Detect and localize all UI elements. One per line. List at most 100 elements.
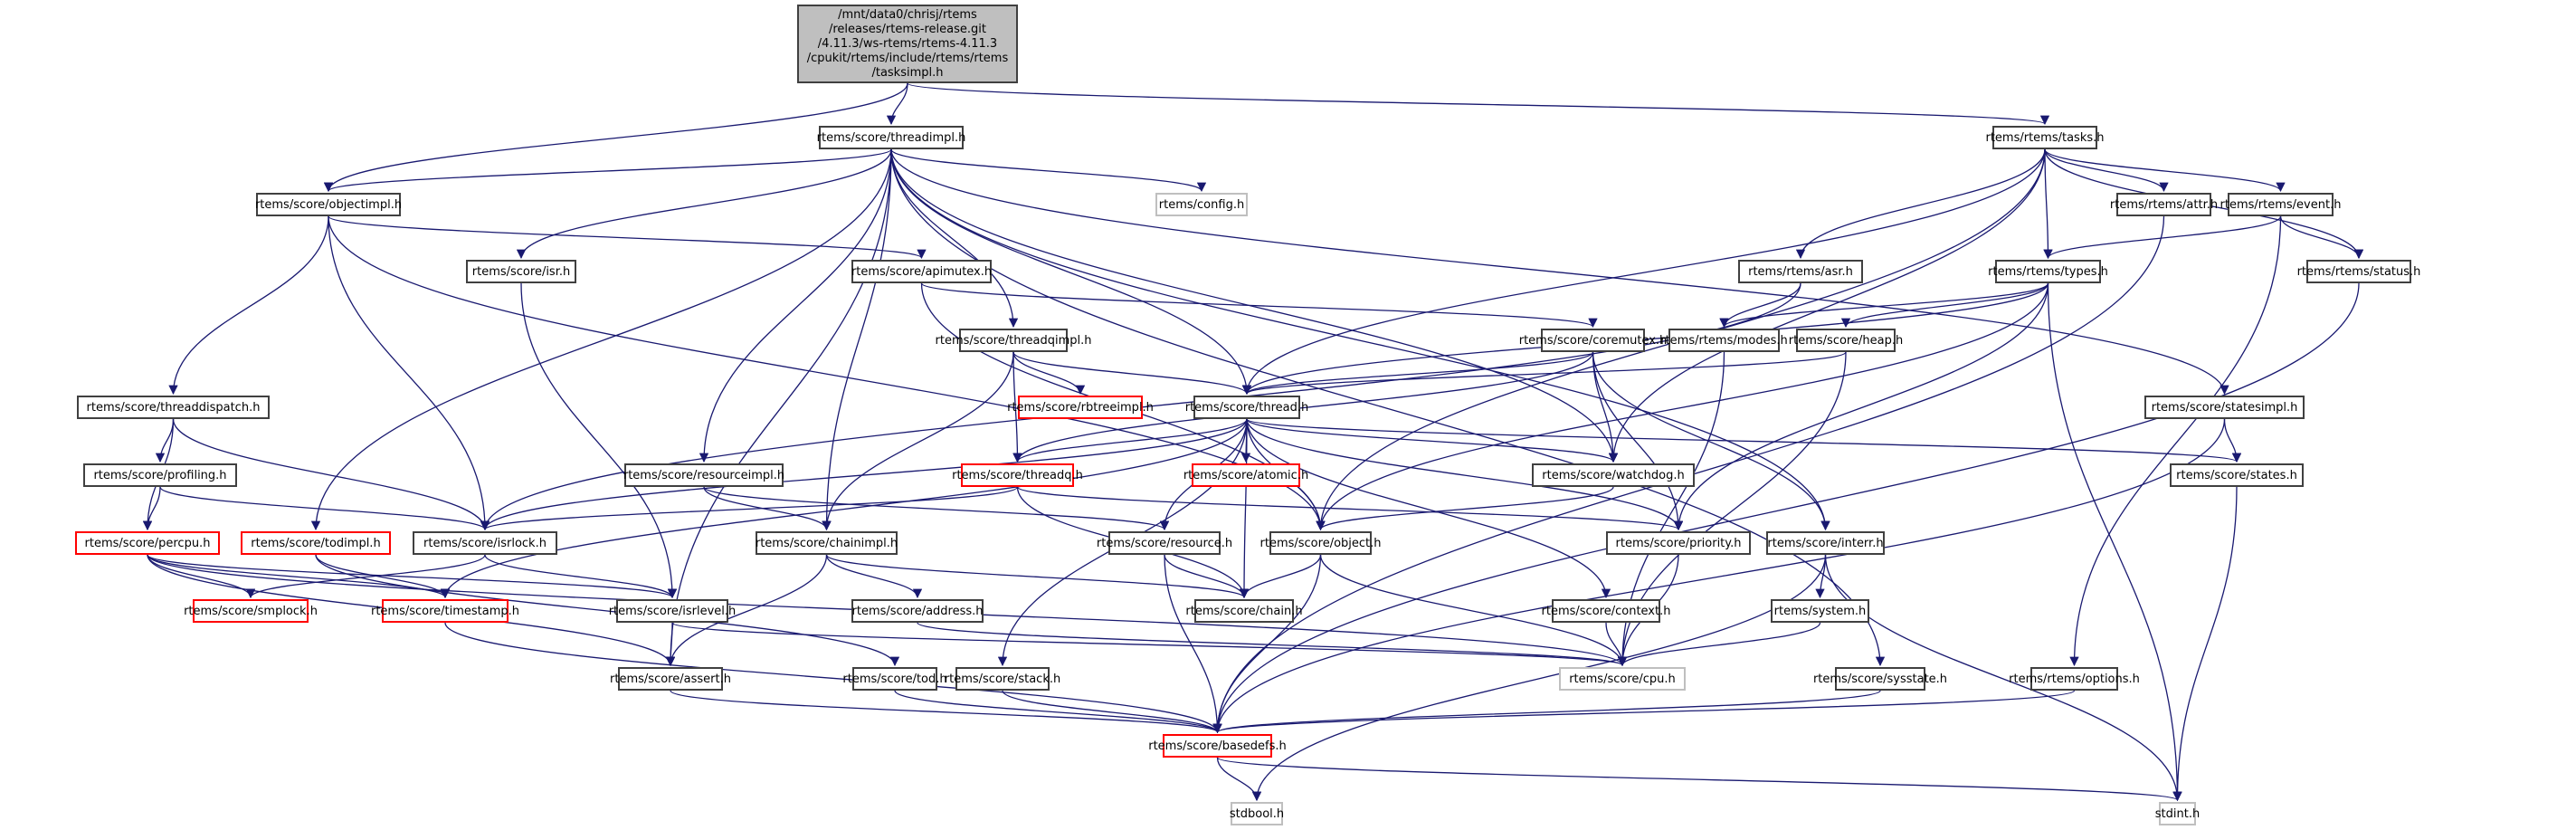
graph-node-profiling[interactable]: rtems/score/profiling.h xyxy=(83,463,237,487)
graph-node-label: rtems/score/thread.h xyxy=(1184,400,1309,415)
edge-timestamp-to-basedefs xyxy=(444,622,1222,734)
graph-node-sysstate[interactable]: rtems/score/sysstate.h xyxy=(1813,667,1947,691)
graph-node-system[interactable]: rtems/system.h xyxy=(1771,599,1869,623)
graph-node-threadq[interactable]: rtems/score/threadq.h xyxy=(952,463,1083,487)
graph-node-apimutex[interactable]: rtems/score/apimutex.h xyxy=(851,260,992,283)
edge-interr-to-stdbool xyxy=(1251,554,1827,802)
graph-node-rbtreeimpl[interactable]: rtems/score/rbtreeimpl.h xyxy=(1007,396,1154,419)
graph-node-root[interactable]: /mnt/data0/chrisj/rtems /releases/rtems-… xyxy=(797,5,1018,83)
graph-node-label: rtems/score/isrlevel.h xyxy=(608,604,737,618)
graph-node-label: rtems/score/basedefs.h xyxy=(1148,739,1287,753)
graph-node-timestamp[interactable]: rtems/score/timestamp.h xyxy=(371,599,519,623)
graph-node-interr[interactable]: rtems/score/interr.h xyxy=(1766,531,1885,555)
graph-node-stack[interactable]: rtems/score/stack.h xyxy=(945,667,1060,691)
graph-node-object[interactable]: rtems/score/object.h xyxy=(1260,531,1382,555)
graph-node-event[interactable]: rtems/rtems/event.h xyxy=(2220,193,2341,216)
graph-node-label: rtems/score/isrlock.h xyxy=(423,536,547,550)
graph-node-tod[interactable]: rtems/score/tod.h xyxy=(842,667,947,691)
edge-system-to-cpu xyxy=(1617,622,1821,667)
graph-node-stdbool[interactable]: stdbool.h xyxy=(1230,802,1284,825)
graph-node-label: rtems/score/profiling.h xyxy=(93,468,227,482)
graph-node-asr[interactable]: rtems/rtems/asr.h xyxy=(1738,260,1863,283)
graph-node-label: rtems/rtems/modes.h xyxy=(1660,333,1788,348)
edge-percpu-to-timestamp xyxy=(147,554,451,599)
edge-threadimpl-to-statesimpl xyxy=(890,148,2229,396)
edge-root-to-objectimpl xyxy=(323,82,908,193)
edge-root-to-threadimpl xyxy=(886,82,908,126)
graph-node-chainimpl[interactable]: rtems/score/chainimpl.h xyxy=(756,531,898,555)
graph-node-assert[interactable]: rtems/score/assert.h xyxy=(610,667,731,691)
edge-threadqimpl-to-rbtreeimpl xyxy=(1012,351,1086,396)
edge-percpu-to-isrlevel xyxy=(147,554,677,599)
graph-node-states[interactable]: rtems/score/states.h xyxy=(2170,463,2304,487)
edge-thread-to-isrlock xyxy=(480,418,1248,531)
edge-resourceimpl-to-chainimpl xyxy=(703,486,832,531)
graph-node-isr[interactable]: rtems/score/isr.h xyxy=(466,260,576,283)
edge-types-to-heap xyxy=(1840,282,2049,329)
graph-node-atomic[interactable]: rtems/score/atomic.h xyxy=(1183,463,1308,487)
edge-threadimpl-to-isr xyxy=(516,148,892,260)
edge-threadimpl-to-assert xyxy=(665,148,892,667)
graph-node-isrlevel[interactable]: rtems/score/isrlevel.h xyxy=(609,599,736,623)
graph-node-threaddispatch[interactable]: rtems/score/threaddispatch.h xyxy=(77,396,270,419)
edge-statesimpl-to-states xyxy=(2223,418,2242,463)
graph-node-address[interactable]: rtems/score/address.h xyxy=(851,599,984,623)
graph-node-todimpl[interactable]: rtems/score/todimpl.h xyxy=(241,531,391,555)
graph-node-basedefs[interactable]: rtems/score/basedefs.h xyxy=(1148,734,1287,758)
edge-threadimpl-to-resourceimpl xyxy=(699,148,892,463)
graph-node-smplock[interactable]: rtems/score/smplock.h xyxy=(184,599,318,623)
graph-node-label: rtems/score/cpu.h xyxy=(1569,672,1676,686)
graph-node-label: rtems/score/resource.h xyxy=(1096,536,1233,550)
graph-node-options[interactable]: rtems/rtems/options.h xyxy=(2009,667,2140,691)
edge-assert-to-basedefs xyxy=(670,690,1222,734)
edge-event-to-status xyxy=(2279,215,2364,260)
graph-node-watchdog[interactable]: rtems/score/watchdog.h xyxy=(1532,463,1695,487)
graph-node-label: rtems/score/resourceimpl.h xyxy=(623,468,785,482)
graph-node-label: rtems/score/atomic.h xyxy=(1183,468,1309,482)
edge-objectimpl-to-threaddispatch xyxy=(168,215,329,396)
edge-threadimpl-to-todimpl xyxy=(310,148,892,531)
graph-node-attr[interactable]: rtems/rtems/attr.h xyxy=(2110,193,2218,216)
graph-node-status[interactable]: rtems/rtems/status.h xyxy=(2297,260,2420,283)
edge-threadqimpl-to-chainimpl xyxy=(822,351,1014,531)
edge-todimpl-to-tod xyxy=(315,554,900,667)
graph-node-objectimpl[interactable]: rtems/score/objectimpl.h xyxy=(255,193,402,216)
graph-node-label: rtems/score/stack.h xyxy=(944,672,1061,686)
graph-node-types[interactable]: rtems/rtems/types.h xyxy=(1988,260,2108,283)
graph-node-tasks[interactable]: rtems/rtems/tasks.h xyxy=(1985,126,2105,149)
graph-node-resourceimpl[interactable]: rtems/score/resourceimpl.h xyxy=(623,463,785,487)
edge-types-to-priority xyxy=(1673,282,2049,531)
graph-node-chain[interactable]: rtems/score/chain.h xyxy=(1185,599,1303,623)
graph-node-isrlock[interactable]: rtems/score/isrlock.h xyxy=(413,531,557,555)
graph-node-heap[interactable]: rtems/score/heap.h xyxy=(1789,329,1903,352)
edge-types-to-modes xyxy=(1719,282,2049,329)
graph-node-priority[interactable]: rtems/score/priority.h xyxy=(1606,531,1751,555)
graph-node-coremutex[interactable]: rtems/score/coremutex.h xyxy=(1519,329,1667,352)
edge-threadq-to-priority xyxy=(1016,486,1683,531)
graph-node-label: rtems/score/rbtreeimpl.h xyxy=(1007,400,1154,415)
graph-node-thread[interactable]: rtems/score/thread.h xyxy=(1185,396,1308,419)
edge-event-to-types xyxy=(2043,215,2282,260)
edge-isr-to-isrlevel xyxy=(520,282,678,599)
edge-threadimpl-to-objectimpl xyxy=(324,148,892,193)
graph-node-context[interactable]: rtems/score/context.h xyxy=(1542,599,1670,623)
graph-node-resource[interactable]: rtems/score/resource.h xyxy=(1097,531,1232,555)
edge-threadqimpl-to-threadq xyxy=(1012,351,1022,463)
graph-node-threadimpl[interactable]: rtems/score/threadimpl.h xyxy=(817,126,965,149)
graph-node-label: rtems/score/address.h xyxy=(851,604,984,618)
edge-threadimpl-to-sysstate xyxy=(890,148,1886,667)
graph-node-cpu[interactable]: rtems/score/cpu.h xyxy=(1559,667,1686,691)
edge-coremutex-to-threadq xyxy=(1012,351,1594,463)
edge-isrlevel-to-assert xyxy=(665,622,676,667)
graph-node-config[interactable]: rtems/config.h xyxy=(1155,193,1248,216)
graph-node-stdint[interactable]: stdint.h xyxy=(2155,802,2200,825)
edge-thread-to-chain xyxy=(1239,418,1250,599)
edge-percpu-to-smplock xyxy=(147,554,256,599)
edge-basedefs-to-stdint xyxy=(1216,757,2182,802)
edge-options-to-basedefs xyxy=(1212,690,2076,734)
graph-node-threadqimpl[interactable]: rtems/score/threadqimpl.h xyxy=(936,329,1091,352)
graph-node-statesimpl[interactable]: rtems/score/statesimpl.h xyxy=(2144,396,2305,419)
edge-threadimpl-to-threadqimpl xyxy=(890,148,1019,329)
graph-node-percpu[interactable]: rtems/score/percpu.h xyxy=(75,531,220,555)
graph-node-modes[interactable]: rtems/rtems/modes.h xyxy=(1660,329,1788,352)
